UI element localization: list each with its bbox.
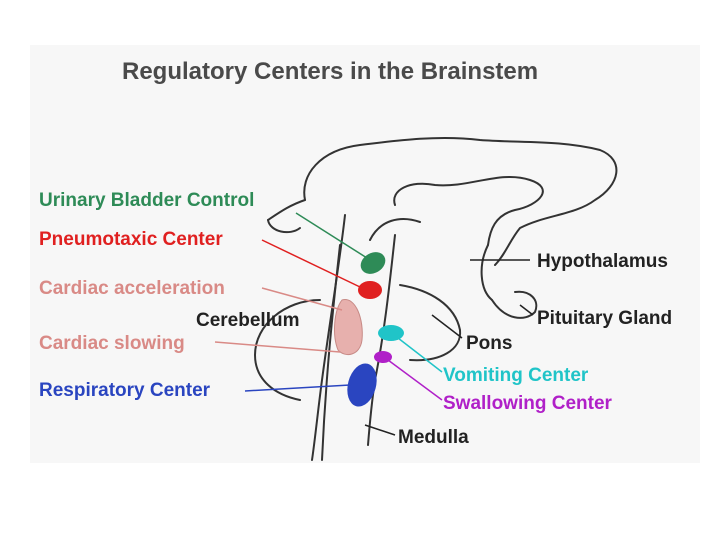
pituitary-outline [491, 290, 538, 319]
label-pneumotaxic-center: Pneumotaxic Center [39, 229, 223, 250]
brainstem-front [311, 214, 346, 461]
label-swallowing-center: Swallowing Center [443, 393, 612, 414]
brainstem-back [367, 234, 396, 446]
swallowing-center [374, 351, 392, 363]
urinary-pointer [295, 212, 368, 259]
diagram-title: Regulatory Centers in the Brainstem [122, 58, 539, 85]
label-cerebellum: Cerebellum [196, 310, 300, 331]
vomiting-center [378, 325, 404, 341]
cardiac-center [334, 299, 363, 356]
respiratory-pointer [244, 384, 351, 392]
cardiac-slowing-pointer [214, 341, 341, 353]
brain-outline [303, 136, 618, 266]
spinal-line [321, 244, 341, 461]
pituitary-stalk [480, 244, 493, 301]
swallowing-pointer [387, 359, 443, 401]
label-hypothalamus: Hypothalamus [537, 251, 668, 272]
vomiting-pointer [397, 337, 443, 373]
brain-inner-fold [393, 176, 544, 246]
pons-outline [399, 284, 462, 362]
label-cardiac-slowing: Cardiac slowing [39, 333, 185, 354]
cerebellum-outline [254, 299, 321, 401]
respiratory-center [347, 363, 377, 407]
label-vomiting-center: Vomiting Center [443, 365, 589, 386]
label-cardiac-acceleration: Cardiac acceleration [39, 278, 225, 299]
label-urinary-bladder-control: Urinary Bladder Control [39, 190, 255, 211]
pituitary-pointer [519, 304, 534, 316]
label-medulla: Medulla [398, 427, 469, 448]
cardiac-acceleration-pointer [261, 287, 343, 311]
label-pons: Pons [466, 333, 513, 354]
pneumotaxic-center [358, 281, 382, 299]
label-pituitary-gland: Pituitary Gland [537, 308, 673, 329]
ventricle-outline [369, 218, 421, 241]
urinary-bladder-center [360, 252, 386, 274]
label-respiratory-center: Respiratory Center [39, 380, 211, 401]
pons-pointer [431, 314, 463, 339]
medulla-pointer [364, 424, 396, 436]
pneumotaxic-pointer [261, 239, 361, 288]
